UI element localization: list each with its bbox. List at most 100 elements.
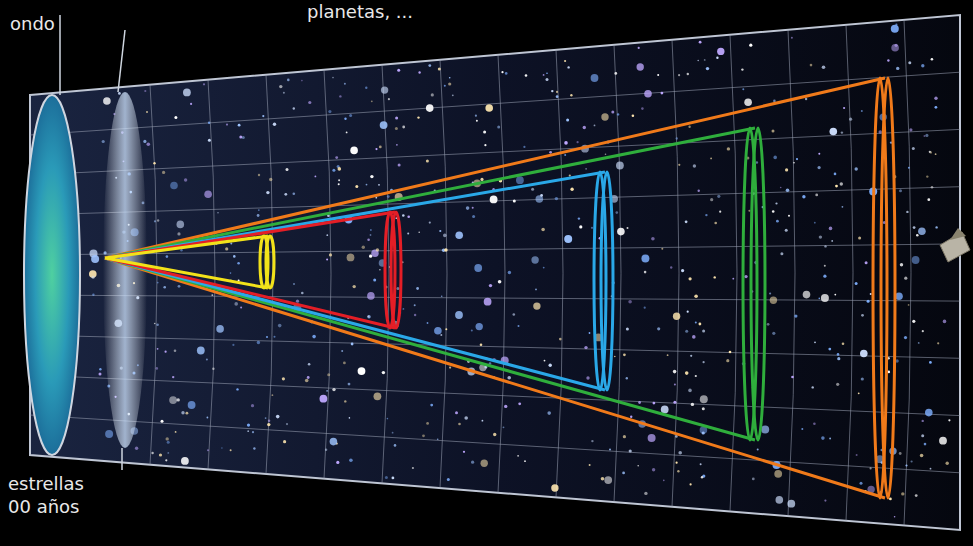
galaxy-dot	[688, 126, 690, 128]
galaxy-dot	[567, 66, 569, 68]
galaxy-dot	[661, 92, 664, 95]
galaxy-dot	[262, 115, 264, 117]
galaxy-dot	[748, 210, 750, 212]
galaxy-dot	[482, 420, 484, 422]
galaxy-dot	[744, 98, 752, 106]
galaxy-dot	[818, 166, 821, 169]
galaxy-dot	[428, 64, 431, 67]
galaxy-dot	[379, 269, 381, 271]
galaxy-dot	[911, 460, 913, 462]
galaxy-dot	[770, 297, 777, 304]
galaxy-dot	[203, 83, 205, 85]
galaxy-dot	[717, 48, 724, 55]
galaxy-dot	[484, 144, 486, 146]
galaxy-dot	[922, 420, 924, 422]
grid-line	[846, 25, 853, 521]
galaxy-dot	[174, 116, 177, 119]
galaxy-dot	[605, 154, 607, 156]
galaxy-dot	[455, 411, 458, 414]
galaxy-dot	[578, 217, 580, 219]
galaxy-dot	[614, 356, 616, 358]
galaxy-dot	[458, 423, 461, 426]
galaxy-dot	[387, 418, 389, 420]
galaxy-dot	[842, 343, 845, 346]
galaxy-dot	[540, 194, 543, 197]
galaxy-dot	[678, 164, 680, 166]
galaxy-dot	[402, 214, 405, 217]
galaxy-dot	[163, 286, 166, 289]
galaxy-dot	[814, 222, 816, 224]
galaxy-dot	[266, 336, 268, 338]
galaxy-dot	[278, 324, 282, 328]
galaxy-dot	[146, 111, 148, 113]
galaxy-dot	[803, 291, 811, 299]
galaxy-dot	[489, 284, 492, 287]
galaxy-dot	[867, 300, 870, 303]
galaxy-dot	[286, 168, 289, 171]
galaxy-dot	[204, 191, 212, 199]
galaxy-dot	[177, 232, 180, 235]
galaxy-dot	[805, 98, 807, 100]
galaxy-dot	[801, 428, 803, 430]
galaxy-dot	[644, 90, 652, 98]
galaxy-dot	[918, 342, 920, 344]
galaxy-dot	[504, 405, 507, 408]
galaxy-dot	[481, 460, 488, 467]
galaxy-dot	[841, 131, 843, 133]
galaxy-dot	[434, 327, 442, 335]
galaxy-dot	[793, 162, 795, 164]
galaxy-dot	[181, 457, 189, 465]
galaxy-dot	[338, 179, 340, 181]
galaxy-dot	[685, 371, 689, 375]
galaxy-dot	[156, 367, 159, 370]
galaxy-dot	[931, 58, 934, 61]
galaxy-dot	[653, 402, 656, 405]
galaxy-dot	[344, 118, 346, 120]
galaxy-dot	[329, 253, 332, 256]
galaxy-dot	[780, 252, 783, 255]
galaxy-dot	[609, 449, 611, 451]
galaxy-dot	[899, 452, 902, 455]
galaxy-dot	[103, 97, 111, 105]
galaxy-dot	[233, 255, 236, 258]
galaxy-dot	[543, 74, 545, 76]
galaxy-dot	[702, 330, 705, 333]
galaxy-dot	[387, 195, 390, 198]
galaxy-dot	[293, 283, 295, 285]
galaxy-dot	[629, 449, 632, 452]
galaxy-dot	[444, 248, 448, 252]
galaxy-dot	[437, 439, 439, 441]
galaxy-dot	[681, 269, 684, 272]
galaxy-dot	[667, 354, 669, 356]
grid-line	[266, 75, 273, 474]
galaxy-dot	[326, 390, 328, 392]
galaxy-dot	[414, 314, 416, 316]
galaxy-dot	[490, 196, 498, 204]
galaxy-dot	[301, 292, 304, 295]
galaxy-dot	[287, 79, 290, 82]
galaxy-dot	[212, 368, 214, 370]
satellite-icon	[940, 228, 970, 262]
galaxy-dot	[484, 298, 492, 306]
galaxy-dot	[315, 176, 317, 178]
galaxy-dot	[935, 106, 938, 109]
galaxy-dot	[767, 323, 770, 326]
galaxy-dot	[591, 227, 593, 229]
galaxy-dot	[776, 496, 784, 504]
galaxy-dot	[332, 169, 335, 172]
galaxy-dot	[422, 434, 425, 437]
galaxy-dot	[276, 415, 280, 419]
galaxy-dot	[239, 135, 242, 138]
galaxy-dot	[366, 184, 368, 186]
galaxy-dot	[153, 162, 155, 164]
galaxy-dot	[157, 282, 159, 284]
galaxy-dot	[556, 91, 558, 93]
galaxy-dot	[430, 404, 433, 407]
galaxy-dot	[308, 363, 311, 366]
galaxy-dot	[91, 255, 99, 263]
galaxy-dot	[533, 302, 540, 309]
galaxy-dot	[429, 222, 431, 224]
galaxy-dot	[336, 461, 339, 464]
galaxy-dot	[416, 287, 419, 290]
galaxy-dot	[174, 350, 177, 353]
